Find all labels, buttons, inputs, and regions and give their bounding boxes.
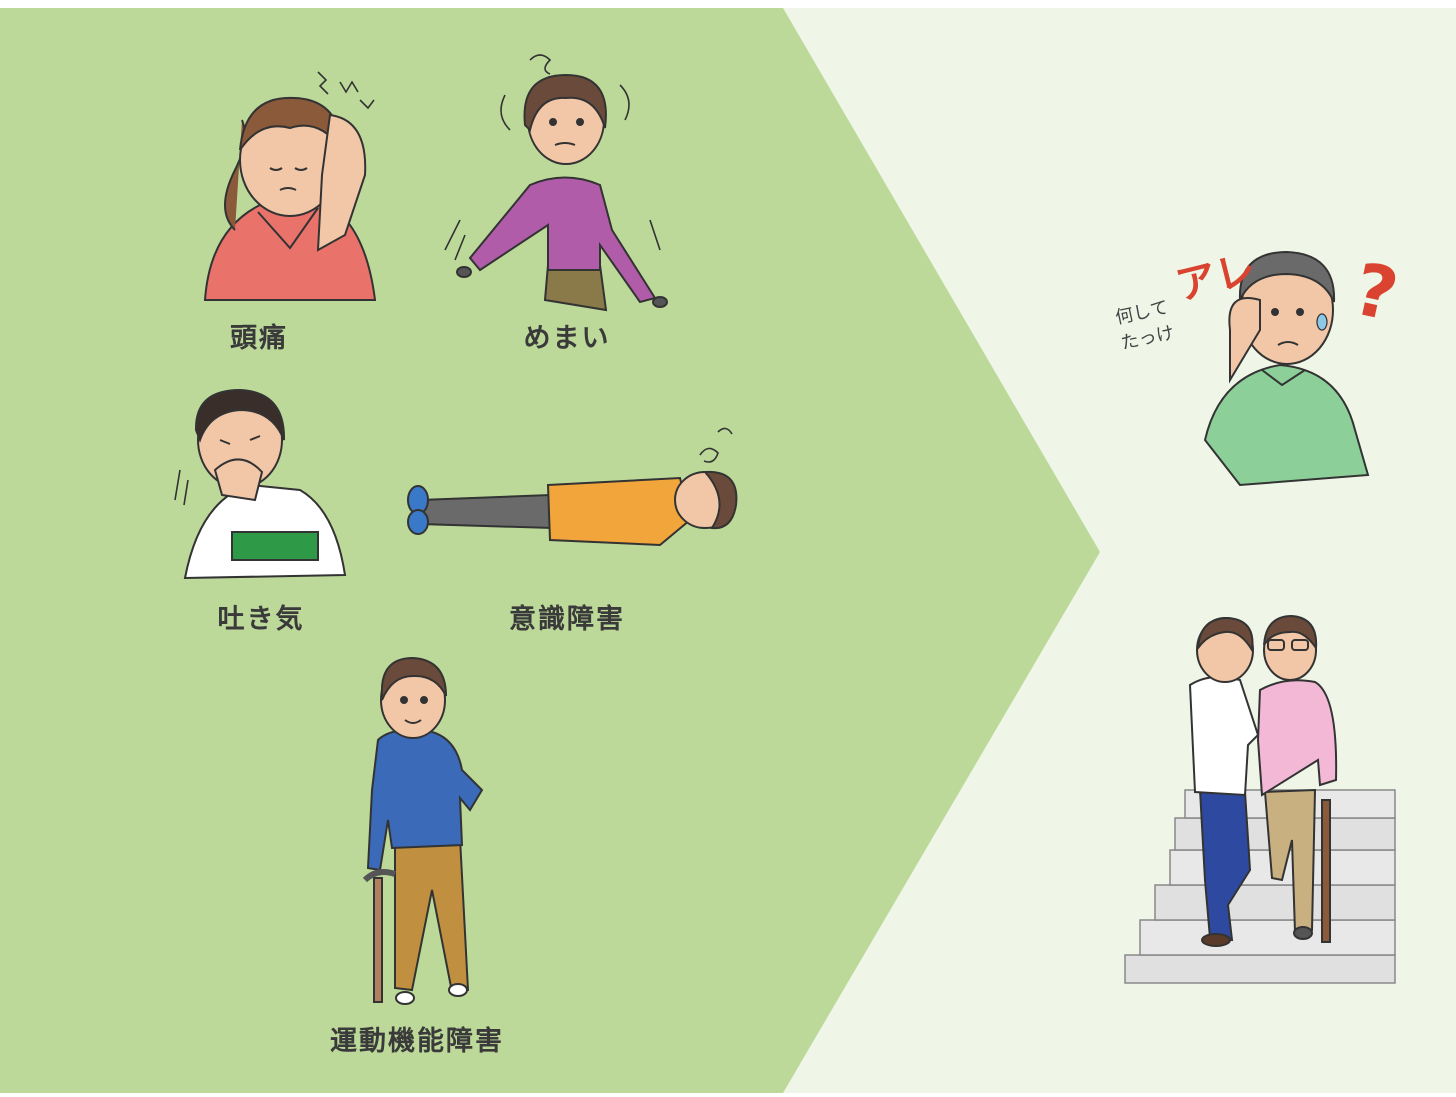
label-dizziness: めまい (523, 323, 611, 354)
man-lying-unconscious-illustration (407, 427, 738, 547)
label-headache: 頭痛 (230, 323, 288, 354)
woman-holding-head-illustration (203, 71, 377, 301)
label-consciousness: 意識障害 (509, 604, 625, 635)
assisted-stair-descent-illustration (1124, 614, 1396, 984)
dizzy-woman-illustration (444, 54, 668, 312)
confused-man-illustration (1203, 250, 1370, 487)
label-nausea: 吐き気 (217, 604, 305, 635)
man-with-cane-illustration (362, 656, 484, 1005)
label-motor: 運動機能障害 (330, 1026, 504, 1057)
man-covering-mouth-illustration (174, 388, 347, 580)
thought-text: 何して たっけ (1113, 297, 1177, 355)
